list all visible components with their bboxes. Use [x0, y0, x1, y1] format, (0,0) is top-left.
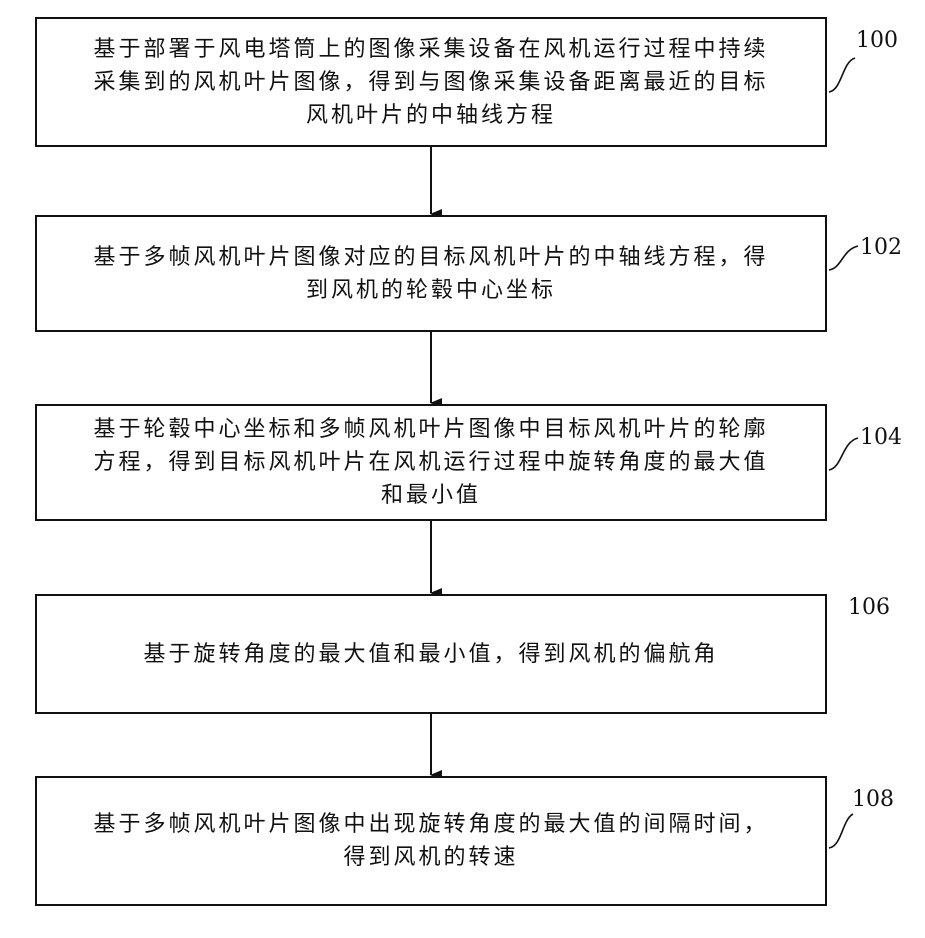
leader-line-108 [829, 814, 853, 848]
step-100-line-1: 基于部署于风电塔筒上的图像采集设备在风机运行过程中持续 [43, 33, 819, 66]
step-104-line-1: 基于轮毂中心坐标和多帧风机叶片图像中目标风机叶片的轮廓 [43, 413, 819, 446]
step-number-102: 102 [860, 236, 902, 260]
step-box-100: 基于部署于风电塔筒上的图像采集设备在风机运行过程中持续 采集到的风机叶片图像，得… [35, 17, 827, 147]
step-102-line-1: 基于多帧风机叶片图像对应的目标风机叶片的中轴线方程，得 [43, 241, 819, 274]
leader-line-104 [829, 438, 858, 470]
step-106-line-1: 基于旋转角度的最大值和最小值，得到风机的偏航角 [43, 638, 819, 671]
step-text-102: 基于多帧风机叶片图像对应的目标风机叶片的中轴线方程，得 到风机的轮毂中心坐标 [37, 241, 825, 307]
leader-line-102 [829, 246, 858, 270]
step-104-line-3: 和最小值 [43, 479, 819, 512]
step-104-line-2: 方程，得到目标风机叶片在风机运行过程中旋转角度的最大值 [43, 446, 819, 479]
step-box-102: 基于多帧风机叶片图像对应的目标风机叶片的中轴线方程，得 到风机的轮毂中心坐标 [35, 215, 827, 332]
step-text-108: 基于多帧风机叶片图像中出现旋转角度的最大值的间隔时间， 得到风机的转速 [37, 808, 825, 874]
step-108-line-2: 得到风机的转速 [43, 841, 819, 874]
step-100-line-3: 风机叶片的中轴线方程 [43, 99, 819, 132]
step-box-108: 基于多帧风机叶片图像中出现旋转角度的最大值的间隔时间， 得到风机的转速 [35, 776, 827, 906]
step-number-104: 104 [860, 426, 902, 450]
step-number-106: 106 [848, 596, 890, 620]
leader-line-100 [829, 58, 855, 92]
step-100-line-2: 采集到的风机叶片图像，得到与图像采集设备距离最近的目标 [43, 66, 819, 99]
step-text-100: 基于部署于风电塔筒上的图像采集设备在风机运行过程中持续 采集到的风机叶片图像，得… [37, 33, 825, 132]
step-102-line-2: 到风机的轮毂中心坐标 [43, 274, 819, 307]
step-text-104: 基于轮毂中心坐标和多帧风机叶片图像中目标风机叶片的轮廓 方程，得到目标风机叶片在… [37, 413, 825, 512]
step-box-106: 基于旋转角度的最大值和最小值，得到风机的偏航角 [35, 594, 827, 714]
step-number-100: 100 [856, 29, 898, 53]
step-text-106: 基于旋转角度的最大值和最小值，得到风机的偏航角 [37, 638, 825, 671]
step-108-line-1: 基于多帧风机叶片图像中出现旋转角度的最大值的间隔时间， [43, 808, 819, 841]
step-box-104: 基于轮毂中心坐标和多帧风机叶片图像中目标风机叶片的轮廓 方程，得到目标风机叶片在… [35, 404, 827, 521]
step-number-108: 108 [852, 788, 894, 812]
